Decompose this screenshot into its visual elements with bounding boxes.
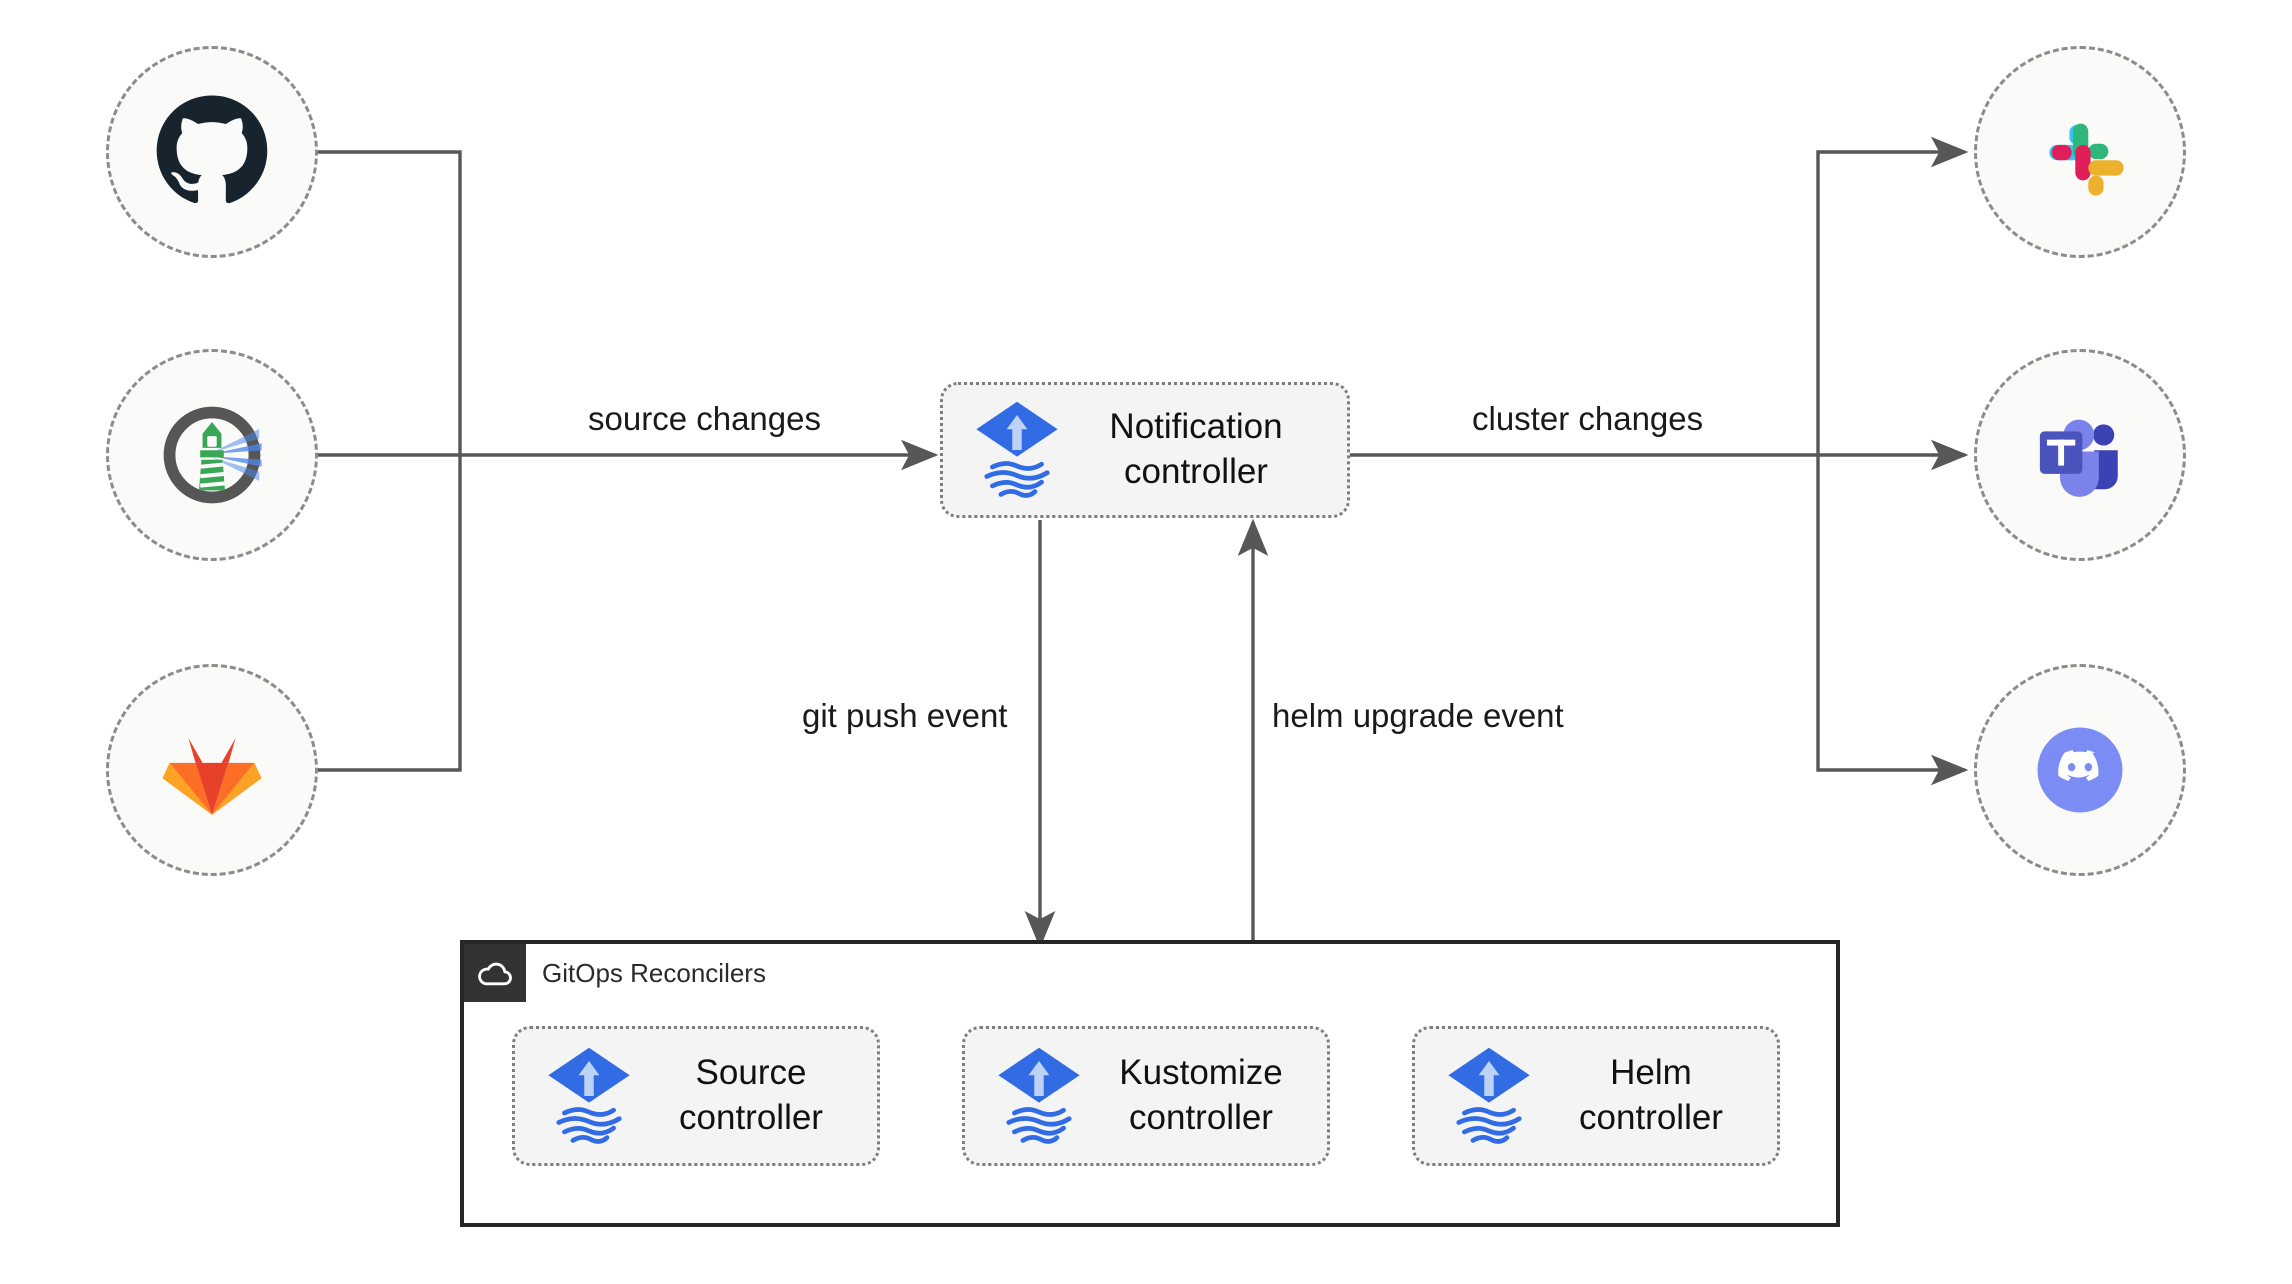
source-controller-label: Source controller — [679, 1053, 823, 1137]
gitlab-icon — [162, 738, 262, 815]
notification-controller-node[interactable]: Notification controller — [940, 382, 1350, 518]
source-controller-node[interactable]: Source controller — [512, 1026, 880, 1166]
wire-gitlab-to-trunk — [312, 455, 462, 772]
helm-controller-node[interactable]: Helm controller — [1412, 1026, 1780, 1166]
source-node-harbor[interactable] — [106, 349, 318, 561]
flux-icon — [998, 1047, 1080, 1144]
microsoft-teams-icon — [2039, 419, 2118, 497]
notification-controller-label: Notification controller — [1109, 407, 1283, 491]
gitops-group-title: GitOps Reconcilers — [542, 957, 766, 988]
destination-node-discord[interactable] — [1974, 664, 2186, 876]
kustomize-controller-node[interactable]: Kustomize controller — [962, 1026, 1330, 1166]
discord-icon — [2037, 727, 2123, 813]
wire-trunk-to-slack — [1816, 136, 1969, 455]
kustomize-controller-label: Kustomize controller — [1119, 1053, 1283, 1137]
edge-label-source-changes: source changes — [576, 396, 833, 442]
helm-controller-label: Helm controller — [1579, 1053, 1723, 1137]
wire-trunk-to-discord — [1816, 455, 1969, 786]
edge-label-cluster-changes: cluster changes — [1460, 396, 1716, 442]
flux-icon — [548, 1047, 630, 1144]
destination-node-slack[interactable] — [1974, 46, 2186, 258]
github-icon — [156, 95, 268, 204]
wire-github-to-trunk — [312, 150, 462, 455]
gitops-group-header: GitOps Reconcilers — [464, 944, 766, 1002]
edge-label-git-push-event: git push event — [790, 693, 1020, 739]
flux-icon — [1448, 1047, 1530, 1144]
gitops-badge — [464, 944, 526, 1002]
source-node-gitlab[interactable] — [106, 664, 318, 876]
edge-label-helm-upgrade-event: helm upgrade event — [1260, 693, 1576, 739]
flux-icon — [976, 401, 1058, 498]
cloud-icon — [478, 962, 512, 986]
slack-icon — [2049, 123, 2124, 196]
destination-node-teams[interactable] — [1974, 349, 2186, 561]
harbor-icon — [163, 406, 262, 504]
source-node-github[interactable] — [106, 46, 318, 258]
